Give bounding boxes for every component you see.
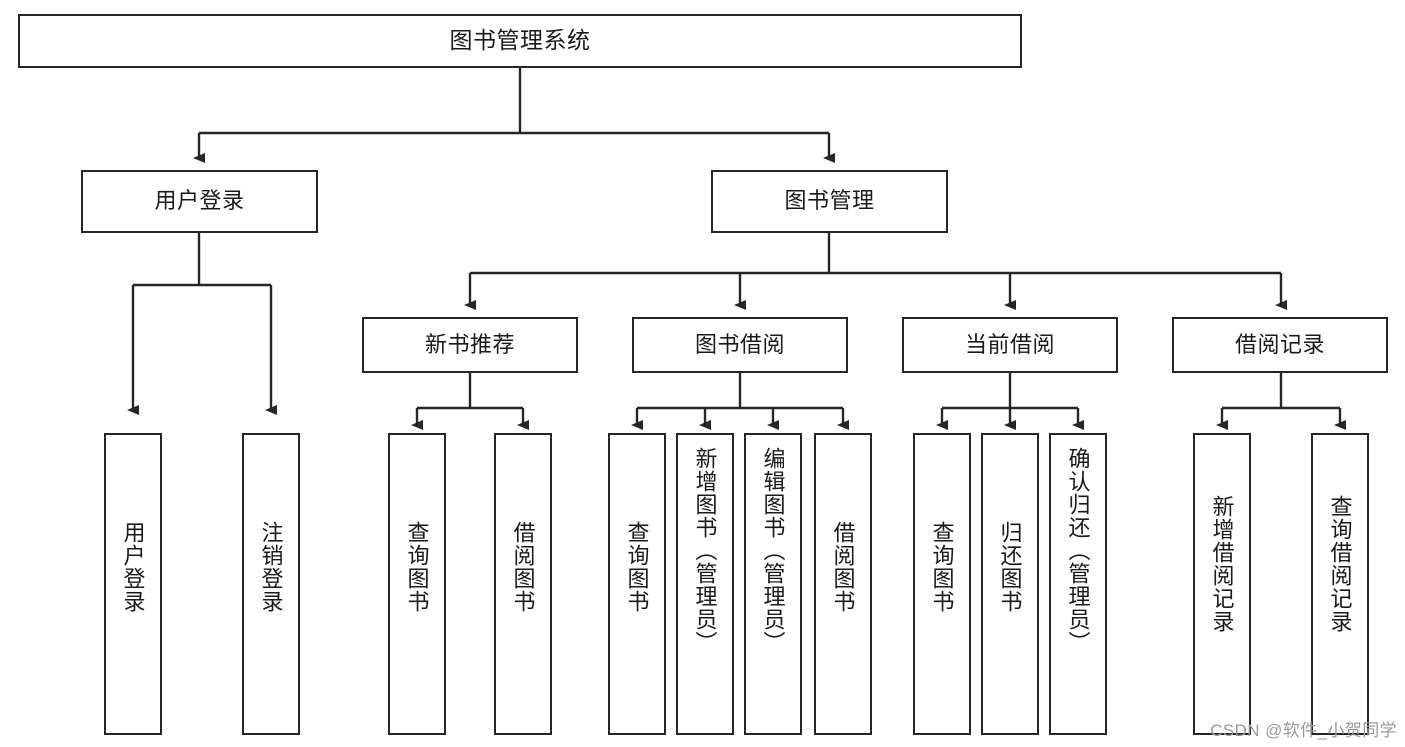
node-user-login[interactable]: 用户登录	[81, 170, 318, 233]
node-new-book-recommend[interactable]: 新书推荐	[362, 317, 578, 373]
node-leaf-return-book[interactable]: 归还图书	[981, 433, 1039, 735]
node-label: 用户登录	[154, 188, 245, 214]
node-label: 借阅图书	[830, 521, 856, 613]
node-label: 查询图书	[624, 521, 650, 613]
node-leaf-query-book-recommend[interactable]: 查询图书	[388, 433, 446, 735]
node-leaf-confirm-return-admin[interactable]: 确认归还（管理员）	[1049, 433, 1107, 735]
node-book-management[interactable]: 图书管理	[711, 170, 948, 233]
node-label: 查询借阅记录	[1327, 495, 1353, 633]
node-label: 新增借阅记录	[1209, 495, 1235, 633]
node-leaf-query-book-borrow[interactable]: 查询图书	[608, 433, 666, 735]
node-label: 图书借阅	[694, 331, 785, 357]
node-label: 归还图书	[997, 521, 1023, 613]
node-leaf-add-borrow-record[interactable]: 新增借阅记录	[1193, 433, 1251, 735]
node-label: 当前借阅	[964, 331, 1055, 357]
node-label: 确认归还（管理员）	[1065, 447, 1091, 654]
node-leaf-user-login[interactable]: 用户登录	[104, 433, 162, 735]
node-book-borrow[interactable]: 图书借阅	[632, 317, 848, 373]
node-label: 借阅记录	[1234, 331, 1325, 357]
node-label: 图书管理系统	[449, 27, 591, 54]
node-label: 图书管理	[784, 188, 875, 214]
node-label: 新增图书（管理员）	[692, 447, 718, 654]
node-leaf-add-book-admin[interactable]: 新增图书（管理员）	[676, 433, 734, 735]
node-leaf-edit-book-admin[interactable]: 编辑图书（管理员）	[744, 433, 802, 735]
node-label: 编辑图书（管理员）	[760, 447, 786, 654]
node-root-book-management-system[interactable]: 图书管理系统	[18, 14, 1022, 68]
node-borrow-record[interactable]: 借阅记录	[1172, 317, 1388, 373]
node-leaf-query-book-current[interactable]: 查询图书	[913, 433, 971, 735]
node-label: 借阅图书	[510, 521, 536, 613]
node-label: 查询图书	[929, 521, 955, 613]
node-label: 查询图书	[404, 521, 430, 613]
node-label: 注销登录	[258, 521, 284, 613]
node-leaf-borrow-book-recommend[interactable]: 借阅图书	[494, 433, 552, 735]
node-label: 新书推荐	[424, 331, 515, 357]
node-leaf-borrow-book[interactable]: 借阅图书	[814, 433, 872, 735]
node-label: 用户登录	[120, 521, 146, 613]
node-leaf-query-borrow-record[interactable]: 查询借阅记录	[1311, 433, 1369, 735]
node-current-borrow[interactable]: 当前借阅	[902, 317, 1118, 373]
watermark-text: CSDN @软件_小贺同学	[1210, 721, 1397, 740]
node-leaf-logout[interactable]: 注销登录	[242, 433, 300, 735]
